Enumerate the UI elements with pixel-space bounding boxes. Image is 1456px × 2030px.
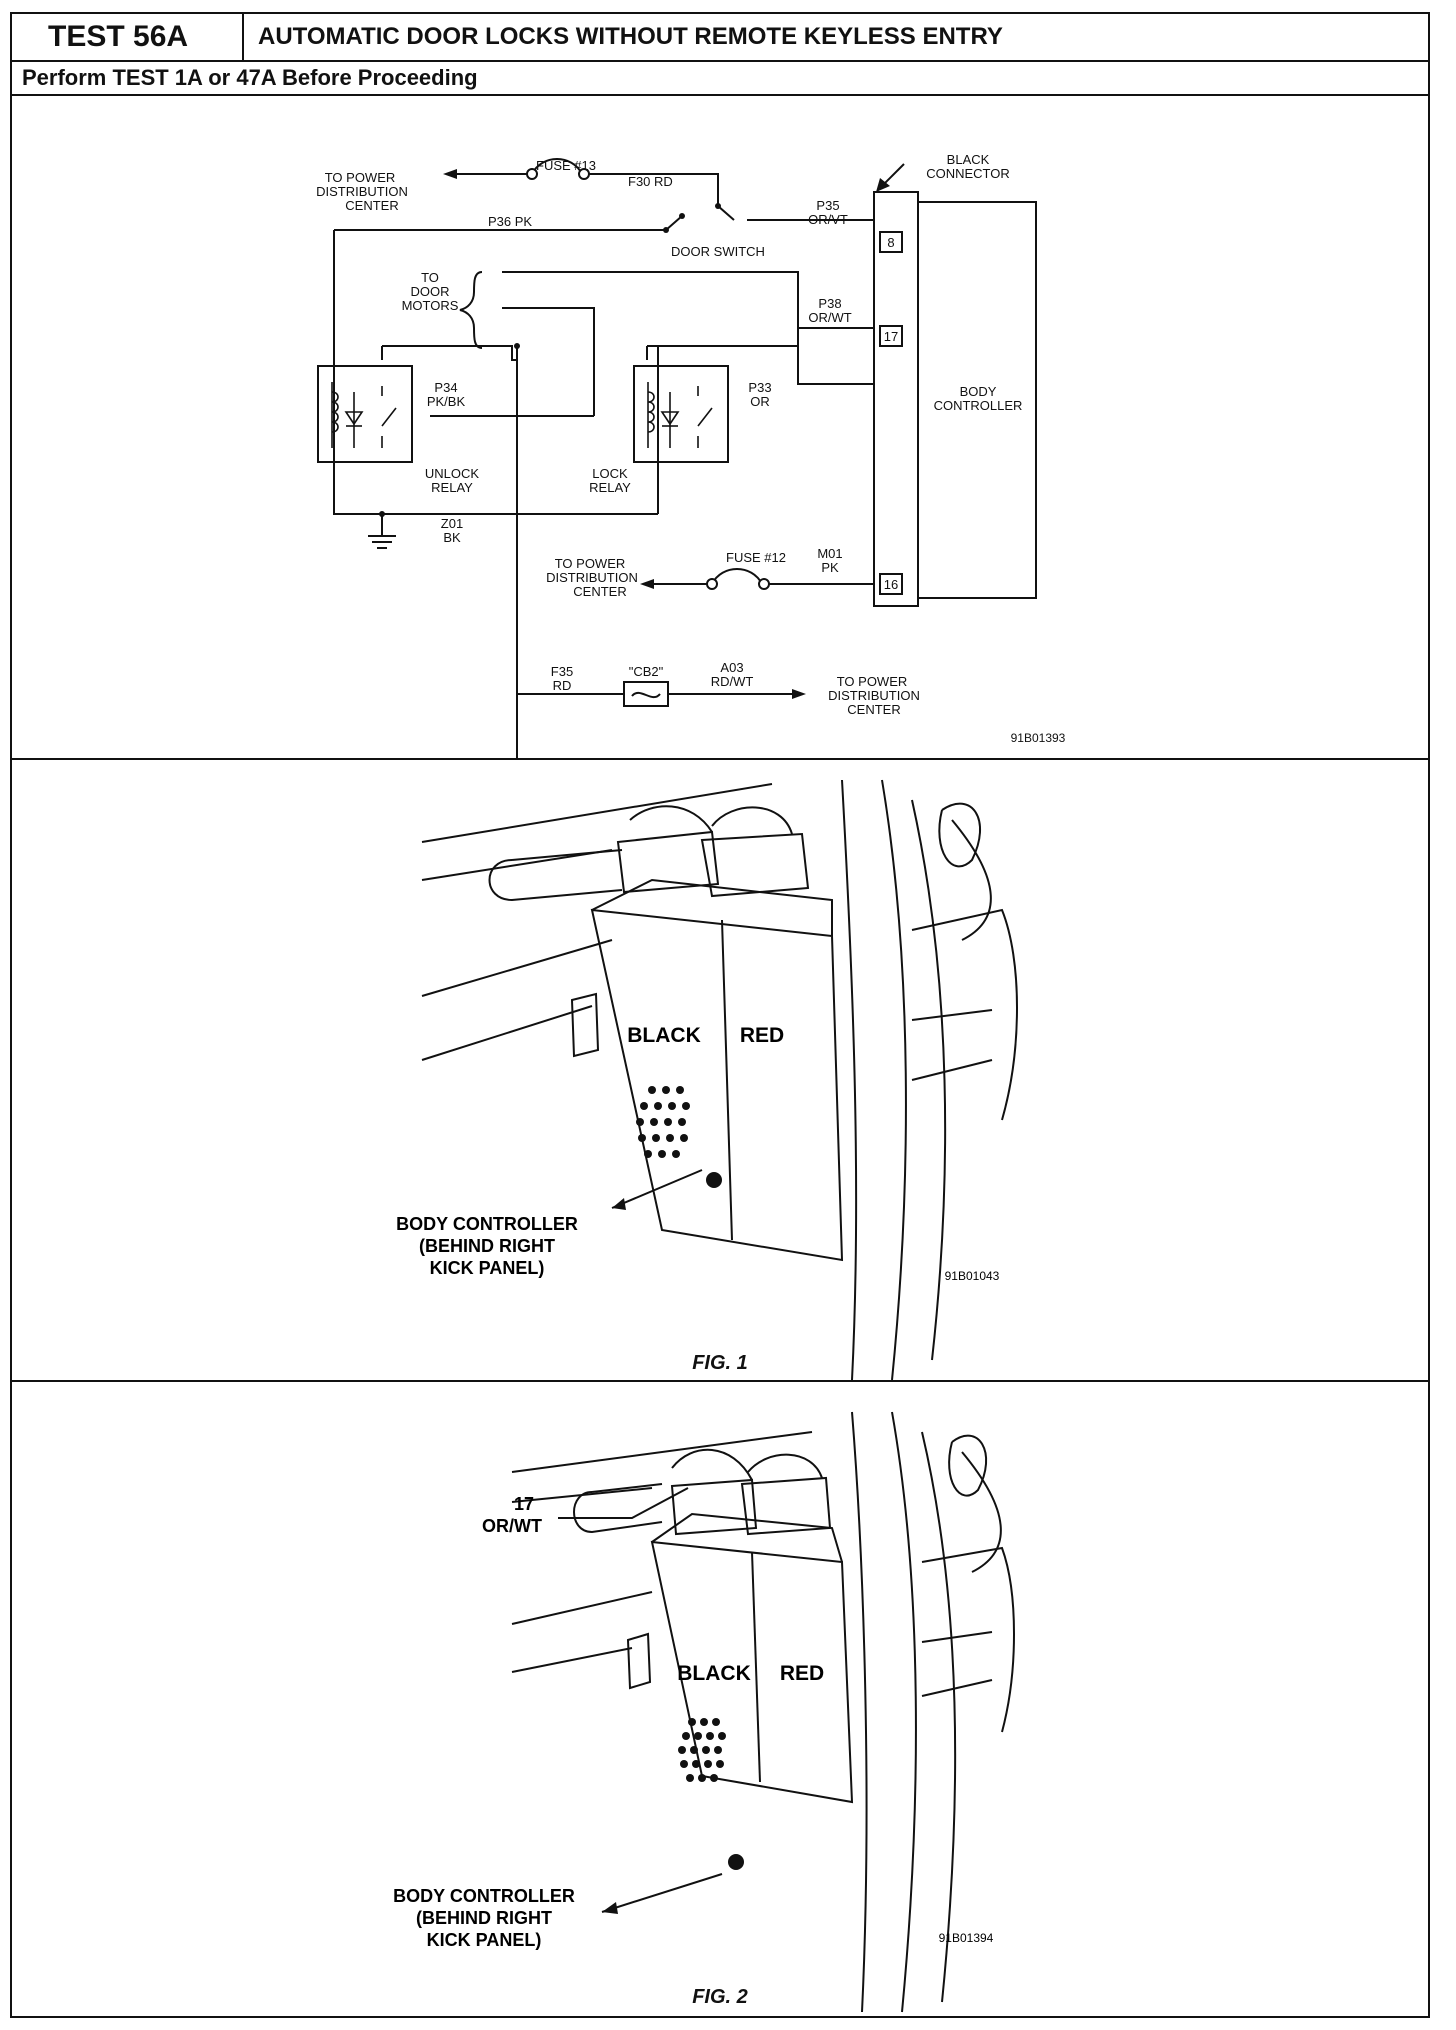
fig2-callout-line2: (BEHIND RIGHT: [416, 1908, 552, 1928]
door-motors-line3: MOTORS: [402, 298, 459, 313]
unlock-relay-line2: RELAY: [431, 480, 473, 495]
prerequisite-note: Perform TEST 1A or 47A Before Proceeding: [12, 62, 1428, 96]
fig1-callout-line2: (BEHIND RIGHT: [419, 1236, 555, 1256]
p35-line2: OR/VT: [808, 212, 848, 227]
svg-text:DISTRIBUTION: DISTRIBUTION: [316, 184, 408, 199]
pin-8: 8: [887, 235, 894, 250]
pdc-mid-line2: DISTRIBUTION: [546, 570, 638, 585]
p33-line1: P33: [748, 380, 771, 395]
pdc-top-line3: CENTER: [345, 198, 398, 213]
fuse12-label: FUSE #12: [726, 550, 786, 565]
f30-label: F30 RD: [628, 174, 673, 189]
f35-line2: RD: [553, 678, 572, 693]
black-connector-line1: BLACK: [947, 152, 990, 167]
fig2-wire-color: OR/WT: [482, 1516, 542, 1536]
unlock-relay-line1: UNLOCK: [425, 466, 480, 481]
schematic-panel: TO POWER DISTRIBUTION CENTER FUSE #13 F3…: [12, 96, 1428, 760]
p33-line2: OR: [750, 394, 770, 409]
fig2-red-label: RED: [780, 1662, 824, 1685]
p38-line2: OR/WT: [808, 310, 851, 325]
m01-line1: M01: [817, 546, 842, 561]
a03-line2: RD/WT: [711, 674, 754, 689]
pdc-mid-line1: TO POWER: [555, 556, 626, 571]
m01-line2: PK: [821, 560, 839, 575]
pdc-top-line2: DISTRIBUTION: [316, 184, 408, 199]
p38-line1: P38: [818, 296, 841, 311]
header: TEST 56A AUTOMATIC DOOR LOCKS WITHOUT RE…: [12, 14, 1428, 62]
fig1-red-label: RED: [740, 1024, 784, 1047]
fig1-panel: BLACK RED BODY CONTROLLER (BEHIND RIGHT …: [12, 760, 1428, 1382]
pdc-bottom-line2: DISTRIBUTION: [828, 688, 920, 703]
pdc-mid-line3: CENTER: [573, 584, 626, 599]
door-motors-line2: DOOR: [411, 284, 450, 299]
svg-text:TO POWER: TO POWER: [325, 170, 396, 185]
black-connector-line2: CONNECTOR: [926, 166, 1010, 181]
test-title: AUTOMATIC DOOR LOCKS WITHOUT REMOTE KEYL…: [258, 23, 1003, 50]
fig1-black-label: BLACK: [627, 1024, 701, 1047]
fig2-callout-line1: BODY CONTROLLER: [393, 1886, 575, 1906]
fig2-panel: 17 OR/WT BLACK RED BODY CONTROLLER (BEHI…: [12, 1382, 1428, 2018]
a03-line1: A03: [720, 660, 743, 675]
z01-line2: BK: [443, 530, 461, 545]
fig2-wire-pin: 17: [514, 1494, 534, 1514]
test-id: TEST 56A: [12, 14, 244, 60]
fig2-black-label: BLACK: [677, 1662, 751, 1685]
schematic-ref: 91B01393: [1011, 731, 1066, 745]
fig1-ref: 91B01043: [945, 1269, 1000, 1283]
door-switch-label: DOOR SWITCH: [671, 244, 765, 259]
test-sheet: TEST 56A AUTOMATIC DOOR LOCKS WITHOUT RE…: [10, 12, 1430, 2018]
door-motors-line1: TO: [421, 270, 439, 285]
pin-16: 16: [884, 577, 898, 592]
fig1-callout-line1: BODY CONTROLLER: [396, 1214, 578, 1234]
body-controller-line2: CONTROLLER: [934, 398, 1023, 413]
pdc-bottom-line1: TO POWER: [837, 674, 908, 689]
fig2-caption: FIG. 2: [692, 1986, 748, 2008]
fig1-illustration: BLACK RED BODY CONTROLLER (BEHIND RIGHT …: [396, 779, 1018, 1380]
fuse13-label: FUSE #13: [536, 158, 596, 173]
f35-line1: F35: [551, 664, 573, 679]
p35-line1: P35: [816, 198, 839, 213]
fig1-caption: FIG. 1: [692, 1352, 748, 1374]
pin-17: 17: [884, 329, 898, 344]
fig1-callout-line3: KICK PANEL): [430, 1258, 545, 1278]
pdc-bottom-line3: CENTER: [847, 702, 900, 717]
lock-relay-line2: RELAY: [589, 480, 631, 495]
body-controller-line1: BODY: [960, 384, 997, 399]
pdc-top-line1: TO POWER: [325, 170, 396, 185]
wiring-schematic: TO POWER DISTRIBUTION CENTER FUSE #13 F3…: [316, 152, 1066, 758]
fig2-illustration: 17 OR/WT BLACK RED BODY CONTROLLER (BEHI…: [393, 1411, 1015, 2013]
p36-label: P36 PK: [488, 214, 532, 229]
cb2-label: "CB2": [629, 664, 664, 679]
p34-line2: PK/BK: [427, 394, 466, 409]
p34-line1: P34: [434, 380, 457, 395]
svg-text:CENTER: CENTER: [345, 198, 398, 213]
z01-line1: Z01: [441, 516, 463, 531]
lock-relay-line1: LOCK: [592, 466, 628, 481]
fig2-callout-line3: KICK PANEL): [427, 1930, 542, 1950]
fig2-ref: 91B01394: [939, 1931, 994, 1945]
